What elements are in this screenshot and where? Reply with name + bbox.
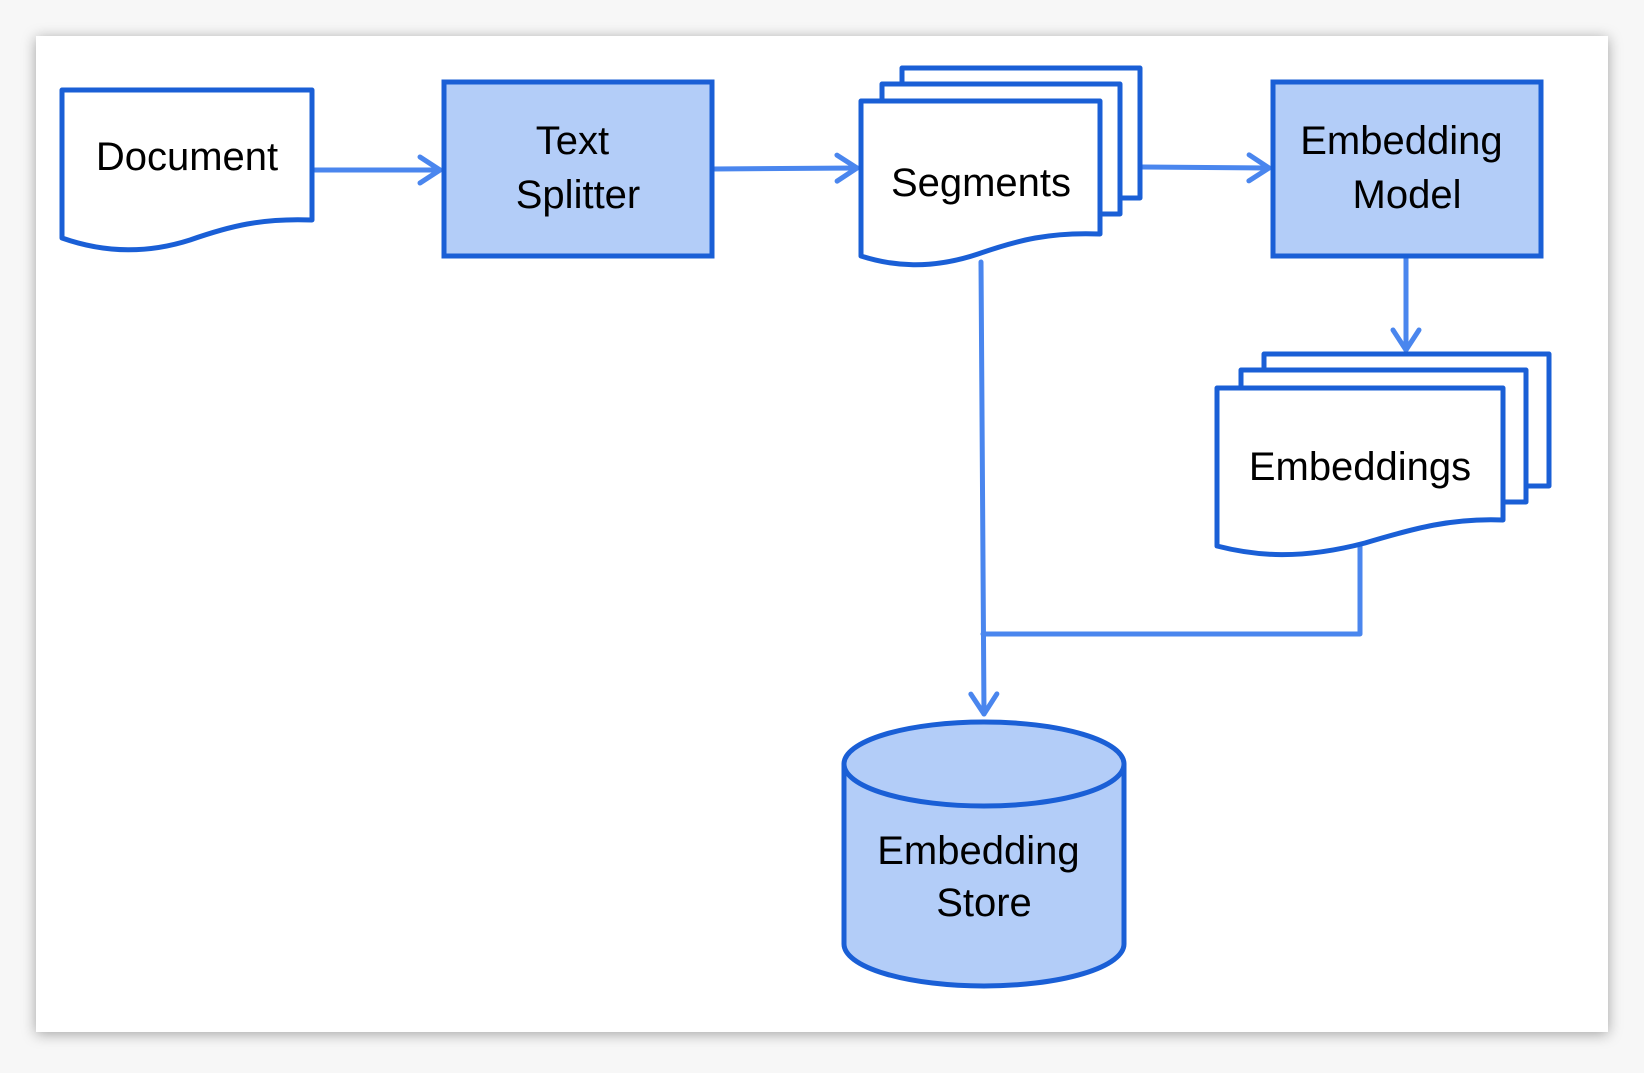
embedding-store-top: [841, 719, 1127, 809]
arrow-segments-to-embedding-model: [1137, 152, 1272, 184]
embedding-model-node: Embedding Model: [1270, 79, 1544, 259]
segments-node: Segments: [858, 65, 1143, 268]
connectors: [309, 152, 1422, 717]
document-label-line-1: Document: [96, 135, 278, 179]
embedding-store-body: [841, 764, 1127, 989]
embedding-store-label-line-1: Embedding: [877, 829, 1079, 873]
embeddings-node: Embeddings: [1214, 351, 1552, 558]
segments-front-sheet: [858, 98, 1103, 268]
text-splitter-label-line-2: Splitter: [516, 173, 641, 217]
embeddings-front-sheet: [1214, 385, 1506, 558]
embedding-model-label-line-2: Model: [1353, 173, 1462, 217]
embedding-store-label: Embedding Store: [877, 829, 1091, 925]
segments-label-line-1: Segments: [891, 161, 1071, 205]
embedding-model-label: Embedding Model: [1300, 119, 1514, 217]
arrow-text-splitter-to-segments: [709, 152, 860, 184]
arrow-segments-to-embedding-store: [968, 259, 1000, 717]
document-label: Document: [96, 135, 278, 179]
embeddings-label-line-1: Embeddings: [1249, 445, 1471, 489]
text-splitter-label-line-1: Text: [536, 119, 609, 163]
embedding-model-label-line-1: Embedding: [1300, 119, 1502, 163]
embedding-store-node: Embedding Store: [841, 719, 1127, 989]
segments-label: Segments: [891, 161, 1071, 205]
embedding-store-label-line-2: Store: [936, 881, 1032, 925]
text-splitter-node: Text Splitter: [441, 79, 715, 259]
embeddings-label: Embeddings: [1249, 445, 1471, 489]
embedding-model-box: [1270, 79, 1544, 259]
document-shape: [59, 87, 315, 253]
document-node: Document: [59, 87, 315, 253]
text-splitter-box: [441, 79, 715, 259]
connector-embeddings-to-store: [980, 540, 1363, 637]
text-splitter-label: Text Splitter: [516, 119, 641, 217]
